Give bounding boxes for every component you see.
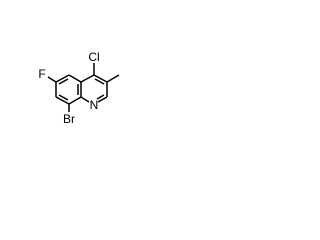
bond-c4-c3-inner [94, 78, 105, 85]
bond-c5-c6-inner [58, 78, 69, 85]
bond-c7-c8-inner [58, 94, 69, 101]
bond-c7-c8 [55, 96, 70, 105]
atom-label-bromine: Br [63, 112, 75, 126]
bond-c3-methyl [106, 74, 120, 83]
bond-c6-f [47, 76, 57, 83]
structure-diagram: Cl F N Br [38, 50, 120, 126]
atom-label-chlorine: Cl [88, 50, 99, 64]
bond-n1-c8a [80, 96, 90, 103]
atom-label-fluorine: F [38, 67, 45, 81]
atom-label-nitrogen: N [90, 98, 99, 112]
bond-c4-c3 [93, 74, 108, 83]
bond-c5-c6 [55, 74, 70, 83]
bond-c2-n1 [97, 96, 108, 103]
bonds [47, 63, 120, 112]
bond-c8-c8a [68, 96, 82, 105]
bond-c4a-c4 [80, 74, 95, 83]
bond-c4a-c5 [68, 74, 82, 83]
bond-c2-n1-inner [96, 94, 105, 100]
